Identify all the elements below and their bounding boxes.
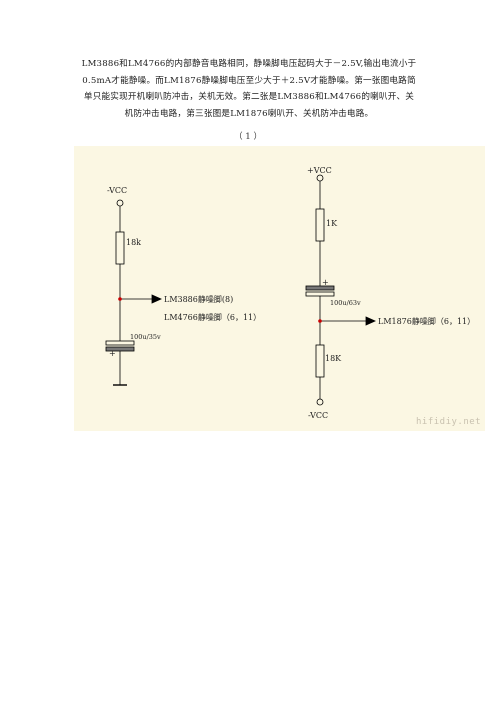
left-vcc-terminal xyxy=(116,199,124,207)
right-circuit xyxy=(305,174,376,406)
circuit-diagram: -VCC 18k 100u/35v + LM3886静噪脚(8) LM4766静… xyxy=(105,166,481,427)
right-junction-node xyxy=(318,319,322,323)
intro-paragraph: LM3886和LM4766的内部静音电路相同，静噪脚电压起码大于－2.5V,输出… xyxy=(68,56,430,122)
right-capacitor-bottom-plate xyxy=(305,291,335,297)
left-vcc-label: -VCC xyxy=(107,186,127,195)
left-capacitor-plus: + xyxy=(109,349,116,358)
left-resistor-label: 18k xyxy=(126,238,141,247)
left-output-label-1: LM3886静噪脚(8) xyxy=(164,294,233,304)
paragraph-line: 0.5mA才能静噪。而LM1876静噪脚电压至少大于＋2.5V才能静噪。第一张图… xyxy=(82,75,416,86)
right-output-arrow xyxy=(365,316,376,326)
paragraph-line: 机防冲击电路，第三张图是LM1876喇叭开、关机防冲击电路。 xyxy=(124,108,374,119)
left-capacitor-top-plate xyxy=(105,340,135,346)
left-output-label-2: LM4766静噪脚（6，11） xyxy=(164,312,261,322)
left-output-arrow xyxy=(151,294,162,304)
right-resistor-bottom-label: 18K xyxy=(325,354,342,363)
right-resistor-bottom xyxy=(315,344,325,378)
circuit-figure: -VCC 18k 100u/35v + LM3886静噪脚(8) LM4766静… xyxy=(74,146,485,431)
right-vcc-top-terminal xyxy=(316,174,324,182)
right-capacitor-plus: + xyxy=(322,278,329,287)
left-capacitor-label: 100u/35v xyxy=(130,333,161,341)
right-vcc-bottom-terminal xyxy=(316,398,324,406)
left-circuit xyxy=(105,199,162,386)
right-capacitor-label: 100u/63v xyxy=(330,299,361,307)
right-vcc-top-label: +VCC xyxy=(307,166,332,175)
right-resistor-top-label: 1K xyxy=(326,219,338,228)
right-vcc-bottom-label: -VCC xyxy=(308,411,328,420)
paragraph-line: 单只能实现开机喇叭防冲击，关机无效。第二张是LM3886和LM4766的喇叭开、… xyxy=(83,92,415,102)
right-output-label: LM1876静噪脚（6，11） xyxy=(378,316,475,326)
paragraph-line: LM3886和LM4766的内部静音电路相同，静噪脚电压起码大于－2.5V,输出… xyxy=(81,59,417,69)
figure-caption: （ 1 ） xyxy=(233,132,263,142)
right-capacitor-top-plate xyxy=(305,285,335,291)
left-resistor xyxy=(115,231,125,265)
left-junction-node xyxy=(118,297,122,301)
watermark: hifidiy.net xyxy=(416,417,481,427)
right-resistor-top xyxy=(315,208,325,242)
